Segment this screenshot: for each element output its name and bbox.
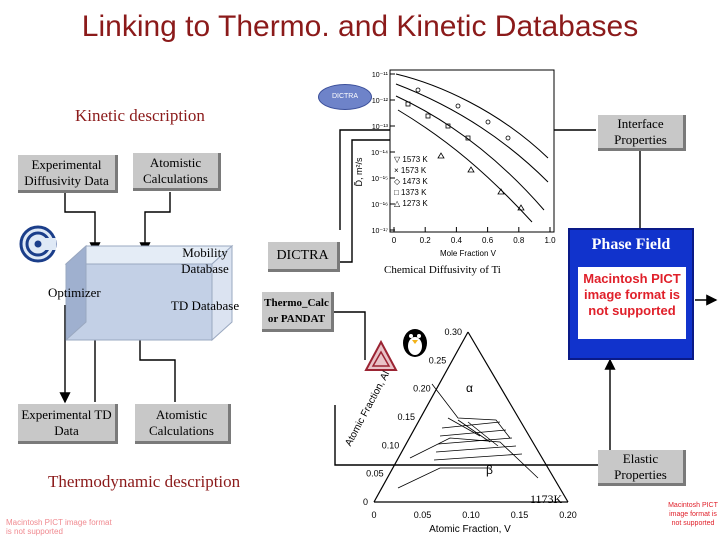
kinetic-description-label: Kinetic description — [75, 106, 205, 125]
data-marker — [415, 87, 421, 93]
interface-properties-box: Interface Properties — [598, 115, 686, 151]
diffusivity-plot: 10⁻¹¹ 10⁻¹² 10⁻¹³ 10⁻¹⁴ 10⁻¹⁵ 10⁻¹⁶ 10⁻¹⁷ 0 0.2… — [354, 69, 556, 258]
data-marker — [405, 101, 411, 107]
phase-field-title: Phase Field — [591, 236, 671, 253]
ternary-logo-icon — [364, 340, 398, 371]
data-marker — [445, 123, 451, 129]
td-database-label: TD Database — [170, 298, 240, 313]
phase-x-tick-label: 0.15 — [511, 510, 529, 520]
beta-boundary — [409, 437, 539, 479]
phase-side-tick-label: 0 — [363, 497, 368, 507]
dictra-box: DICTRA — [268, 242, 340, 272]
phase-side-tick-label: 0.05 — [366, 469, 384, 479]
phase-side-tick-label: 0.30 — [444, 327, 462, 337]
phase-diagram-side-label: Atomic Fraction, Al — [343, 369, 392, 448]
pict-note-bottom-left: Macintosh PICT image format is not suppo… — [6, 518, 112, 536]
phase-field-box: Phase Field Macintosh PICT image format … — [568, 228, 694, 360]
data-marker — [455, 103, 461, 109]
phase-diagram: 0 0.05 0.10 0.15 0.20 0.30 0.25 0.20 0.15 0.10 0.0… — [343, 327, 577, 535]
pict-note-bottom-right: Macintosh PICT image format is not suppo… — [668, 502, 718, 527]
atomistic-calculations-top-box: Atomistic Calculations — [133, 153, 221, 191]
phase-side-tick-label: 0.20 — [413, 384, 431, 394]
data-marker — [485, 119, 491, 125]
plot-xlabel: Mole Fraction V — [440, 249, 497, 258]
data-marker — [517, 204, 525, 211]
dictra-badge-icon: DICTRA — [318, 84, 372, 110]
y-tick-label: 10⁻¹⁶ — [371, 202, 388, 209]
data-marker — [497, 188, 505, 195]
plot-ylabel: D̃, m²/s — [354, 157, 364, 186]
optimizer-label: Optimizer — [48, 285, 101, 300]
x-tick-label: 0.4 — [451, 236, 463, 245]
thermo-calc-box: Thermo_Calc or PANDAT — [262, 292, 334, 332]
data-marker — [505, 135, 511, 141]
database-cube — [64, 244, 234, 342]
data-marker — [465, 135, 471, 141]
phase-x-tick-label: 0 — [371, 510, 376, 520]
y-tick-label: 10⁻¹⁵ — [371, 176, 388, 183]
tie-lines — [433, 417, 523, 461]
alpha-label: α — [466, 381, 473, 395]
phase-boundary-2 — [397, 467, 490, 489]
phase-diagram-xlabel: Atomic Fraction, V — [429, 524, 511, 535]
y-tick-label: 10⁻¹⁷ — [372, 228, 389, 235]
alpha-boundary — [431, 383, 511, 439]
temperature-label: 1173K — [530, 492, 563, 506]
pict-not-supported-text: Macintosh PICT image format is not suppo… — [583, 271, 681, 318]
penguin-logo-icon — [403, 329, 427, 357]
arrow-atomistic-bottom-to-box — [134, 320, 176, 402]
phase-side-tick-label: 0.25 — [429, 355, 447, 365]
y-tick-label: 10⁻¹¹ — [372, 72, 389, 79]
plot-legend-3: ◇ 1473 K — [394, 177, 428, 186]
experimental-diffusivity-box: Experimental Diffusivity Data — [18, 155, 118, 193]
beta-label: β — [486, 463, 493, 477]
atomistic-calculations-bottom-box: Atomistic Calculations — [135, 404, 231, 444]
plot-legend-4: □ 1373 K — [394, 188, 427, 197]
phase-side-tick-label: 0.15 — [397, 412, 415, 422]
phase-x-tick-label: 0.05 — [414, 510, 432, 520]
y-tick-label: 10⁻¹³ — [372, 124, 389, 131]
arrow-atomistic-to-box — [139, 192, 171, 254]
y-tick-label: 10⁻¹⁴ — [371, 150, 388, 157]
y-tick-label: 10⁻¹² — [372, 98, 389, 105]
thermodynamic-description-label: Thermodynamic description — [48, 472, 241, 491]
optimizer-logo-icon — [19, 225, 57, 263]
diffusivity-curve-3 — [395, 95, 545, 211]
data-marker — [437, 152, 445, 159]
data-marker — [425, 113, 431, 119]
plot-legend-2: × 1573 K — [394, 166, 427, 175]
phase-x-tick-label: 0.20 — [559, 510, 577, 520]
plot-legend-5: △ 1273 K — [394, 199, 428, 208]
x-tick-label: 0 — [392, 236, 397, 245]
phase-x-tick-label: 0.10 — [462, 510, 480, 520]
diffusivity-curve-4 — [397, 109, 533, 223]
x-tick-label: 0.2 — [420, 236, 432, 245]
line-thermocalc-out — [332, 311, 366, 360]
mobility-database-label: Mobility Database — [181, 245, 229, 276]
line-bottom-to-elastic — [334, 405, 598, 466]
elastic-properties-box: Elastic Properties — [598, 450, 686, 486]
page-title: Linking to Thermo. and Kinetic Databases — [81, 10, 639, 43]
data-marker — [467, 166, 475, 173]
experimental-td-box: Experimental TD Data — [18, 404, 118, 444]
x-tick-label: 0.8 — [513, 236, 525, 245]
diffusivity-curve-1 — [395, 73, 549, 159]
phase-field-placeholder: Macintosh PICT image format is not suppo… — [577, 266, 687, 340]
diffusivity-caption: Chemical Diffusivity of Ti — [384, 264, 501, 276]
diffusivity-curve-2 — [395, 83, 549, 183]
x-tick-label: 0.6 — [482, 236, 494, 245]
plot-legend-1: ▽ 1573 K — [394, 155, 428, 164]
x-tick-label: 1.0 — [544, 236, 556, 245]
arrow-expdiff-to-box — [64, 192, 101, 254]
phase-side-tick-label: 0.10 — [382, 440, 400, 450]
